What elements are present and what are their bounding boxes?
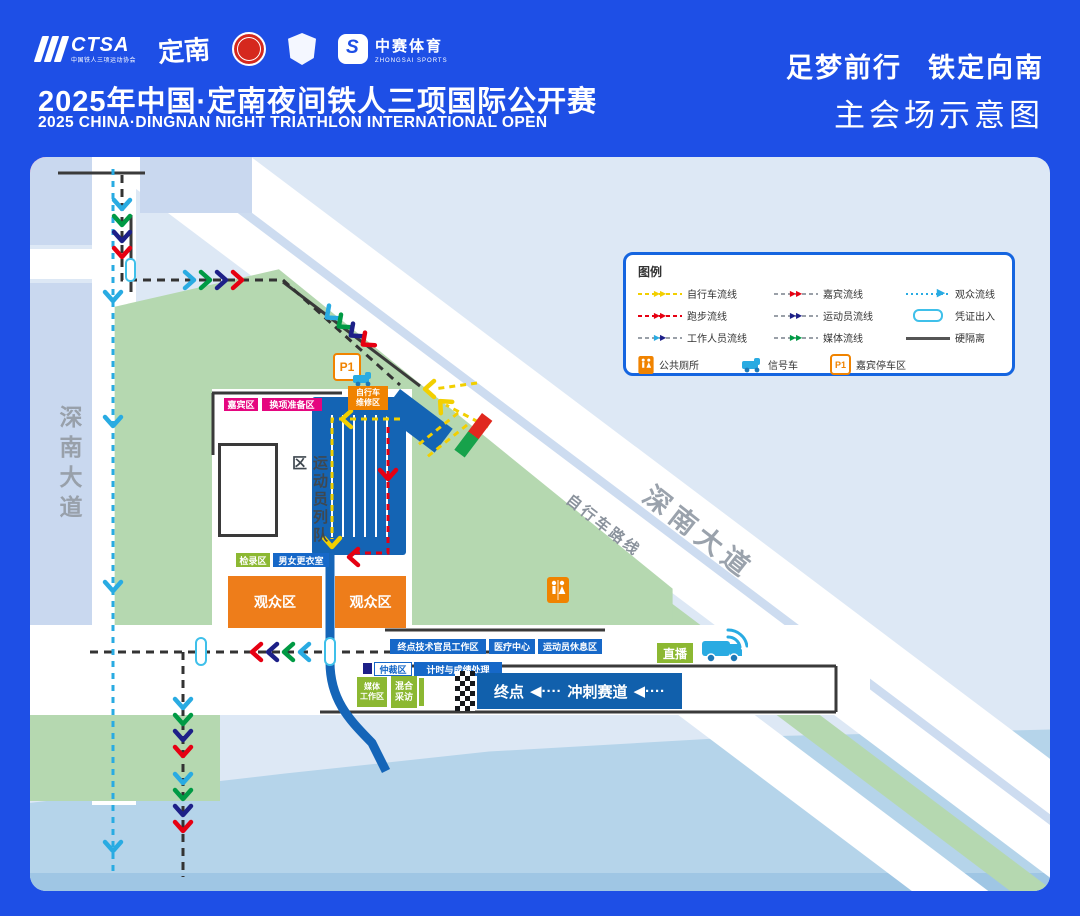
- ctsa-logo-subtext: 中国铁人三项运动协会: [71, 57, 137, 64]
- legend-item-staff: 工作人员流线: [638, 330, 774, 345]
- credential-gate-icon: [906, 309, 950, 322]
- flow-arrow: ◀····: [633, 683, 666, 700]
- toilet-icon: [547, 577, 569, 603]
- zone-medical: 医疗中心: [489, 639, 535, 654]
- legend-item-barrier: 硬隔离: [906, 330, 1018, 345]
- barrier-line-icon: [906, 332, 950, 344]
- legend-title: 图例: [638, 265, 663, 279]
- zone-mixed-interview: 混合 采访: [391, 676, 417, 708]
- legend-item-credential: 凭证出入: [906, 308, 1018, 323]
- spectator-line-icon: [906, 288, 950, 300]
- dingnan-logo: 定南: [157, 34, 212, 68]
- map-title: 主会场示意图: [834, 98, 1044, 133]
- header: CTSA 中国铁人三项运动协会 定南 中赛体育 ZHONGSAI SPORTS …: [0, 0, 1080, 157]
- park-green-southwest: [30, 715, 220, 801]
- lake-water-deep: [30, 873, 1050, 891]
- stage-enclosure: [218, 443, 278, 537]
- zone-media-work: 媒体 工作区: [357, 677, 387, 707]
- legend-facilities: 公共厕所 信号车 P1 嘉宾停车区: [638, 354, 1000, 375]
- zone-arbitration: 仲裁区: [374, 662, 412, 676]
- arbitration-marker: [363, 663, 372, 674]
- broadcast-van-icon: [702, 628, 748, 663]
- staff-line-icon: [638, 332, 682, 344]
- slogan-part-b: 铁定向南: [928, 53, 1044, 83]
- zhongsai-logo-text: 中赛体育: [375, 37, 444, 55]
- crest-emblem-icon: [288, 33, 317, 65]
- zhongsai-logo-icon: [338, 34, 369, 64]
- zhongsai-logo: 中赛体育 ZHONGSAI SPORTS: [338, 34, 448, 64]
- zone-changing-room: 男女更衣室: [273, 553, 329, 567]
- athlete-line-icon: [774, 310, 818, 322]
- event-title-cn: 2025年中国·定南夜间铁人三项国际公开赛: [38, 86, 598, 118]
- legend-items: 自行车流线 嘉宾流线 观众流线 跑步流线 运动员流线 凭证出入 工作人员流线 媒…: [638, 286, 1000, 345]
- zone-bike-service: 自行车 维修区: [348, 386, 388, 410]
- flow-arrow: ◀····: [529, 683, 562, 700]
- legend-vip-parking: P1 嘉宾停车区: [830, 354, 906, 375]
- zone-checkin: 检录区: [236, 553, 270, 567]
- slogan-part-a: 足梦前行: [786, 53, 902, 83]
- city-block: [140, 157, 252, 213]
- mixed-zone-bar: [419, 678, 424, 706]
- legend-signal-car: 信号车: [741, 357, 798, 373]
- city-block: [30, 283, 92, 625]
- run-line-icon: [638, 310, 682, 322]
- legend: 图例 自行车流线 嘉宾流线 观众流线 跑步流线 运动员流线 凭证出入 工作人员流…: [623, 252, 1015, 376]
- finish-label: 终点: [493, 683, 524, 701]
- finish-sprint-bar: 终点 ◀···· 冲刺赛道 ◀····: [477, 673, 682, 709]
- legend-item-run: 跑步流线: [638, 308, 774, 323]
- ctsa-logo: CTSA 中国铁人三项运动协会: [33, 33, 137, 64]
- legend-item-vip: 嘉宾流线: [774, 286, 906, 301]
- event-slogan: 足梦前行铁定向南: [786, 46, 1044, 85]
- p1-badge: P1: [830, 354, 851, 375]
- signal-car-icon: [742, 357, 760, 372]
- legend-item-bicycle: 自行车流线: [638, 286, 774, 301]
- legend-item-athlete: 运动员流线: [774, 308, 906, 323]
- sprint-label: 冲刺赛道: [567, 683, 628, 701]
- city-block: [30, 157, 92, 245]
- zone-finish-officials: 终点技术官员工作区: [390, 639, 486, 654]
- zone-transition-prep: 换项准备区: [262, 398, 322, 411]
- legend-toilet: 公共厕所: [638, 355, 699, 374]
- ctsa-logo-text: CTSA: [71, 33, 130, 56]
- media-line-icon: [774, 332, 818, 344]
- zone-live-broadcast: 直播: [657, 643, 693, 663]
- cross-road: [30, 249, 92, 279]
- toilet-icon: [638, 355, 654, 374]
- zone-vip: 嘉宾区: [224, 398, 258, 411]
- zone-athlete-lineup: 运动员列队区: [290, 455, 328, 545]
- vip-line-icon: [774, 288, 818, 300]
- signal-car-icon: [353, 372, 371, 387]
- event-title-en: 2025 CHINA·DINGNAN NIGHT TRIATHLON INTER…: [38, 114, 548, 131]
- road-label-left-avenue: 深南大道: [56, 405, 82, 525]
- logo-row: CTSA 中国铁人三项运动协会 定南 中赛体育 ZHONGSAI SPORTS: [33, 26, 448, 72]
- zone-athlete-rest: 运动员休息区: [538, 639, 602, 654]
- zhongsai-logo-subtext: ZHONGSAI SPORTS: [375, 57, 448, 64]
- ctsa-logo-icon: [33, 36, 70, 62]
- zone-spectator-b: 观众区: [335, 576, 406, 628]
- red-emblem-icon: [232, 32, 267, 66]
- zone-spectator-a: 观众区: [228, 576, 322, 628]
- venue-map: 嘉宾区 换项准备区 开幕式/颁奖 运动员列队区 P1 自行车 维修区 检录区 男…: [30, 157, 1050, 891]
- legend-item-spectator: 观众流线: [906, 286, 1018, 301]
- bicycle-line-icon: [638, 288, 682, 300]
- finish-checker-flag: [455, 671, 475, 711]
- bike-racks: [322, 415, 396, 537]
- legend-item-media: 媒体流线: [774, 330, 906, 345]
